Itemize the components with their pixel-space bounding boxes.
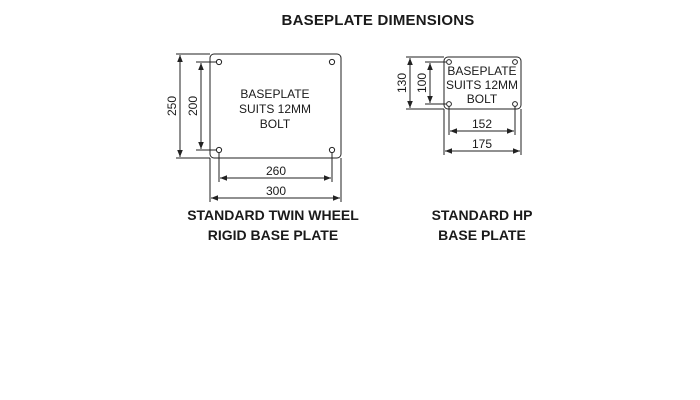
outer-width-dimension: 175 [472, 137, 492, 151]
plate-label-line: SUITS 12MM [446, 78, 518, 92]
plate-label-line: BASEPLATE [447, 64, 516, 78]
hole-width-dimension: 152 [472, 117, 492, 131]
twin-wheel-plate-outline [209, 53, 342, 159]
diagram-title: BASEPLATE DIMENSIONS [281, 12, 475, 29]
bolt-hole [512, 59, 518, 65]
hp-plate: BASEPLATE SUITS 12MM BOLT 130 100 152 17… [395, 56, 522, 155]
twin-wheel-plate-caption: STANDARD TWIN WHEEL RIGID BASE PLATE [172, 205, 374, 245]
twin-wheel-plate: BASEPLATE SUITS 12MM BOLT 250 200 260 30… [165, 53, 342, 202]
bolt-hole [512, 101, 518, 107]
hole-height-dimension: 200 [186, 96, 200, 116]
bolt-hole [328, 146, 336, 154]
hole-width-dimension: 260 [266, 164, 286, 178]
bolt-hole [328, 58, 336, 66]
outer-height-dimension: 130 [395, 73, 409, 93]
hp-plate-caption: STANDARD HP BASE PLATE [412, 205, 552, 245]
plate-label-line: BASEPLATE [240, 87, 309, 101]
caption-line: STANDARD TWIN WHEEL [187, 207, 359, 223]
plate-label-line: BOLT [467, 92, 498, 106]
plate-label-line: SUITS 12MM [239, 102, 311, 116]
outer-height-dimension: 250 [165, 96, 179, 116]
plate-label-line: BOLT [260, 117, 291, 131]
bolt-hole [446, 59, 452, 65]
hole-height-dimension: 100 [415, 73, 429, 93]
caption-line: STANDARD HP [431, 207, 533, 223]
caption-line: BASE PLATE [438, 227, 526, 243]
hp-plate-outline [443, 56, 522, 110]
bolt-hole [446, 101, 452, 107]
bolt-hole [215, 58, 223, 66]
bolt-hole [215, 146, 223, 154]
caption-line: RIGID BASE PLATE [207, 227, 339, 243]
outer-width-dimension: 300 [266, 184, 286, 198]
